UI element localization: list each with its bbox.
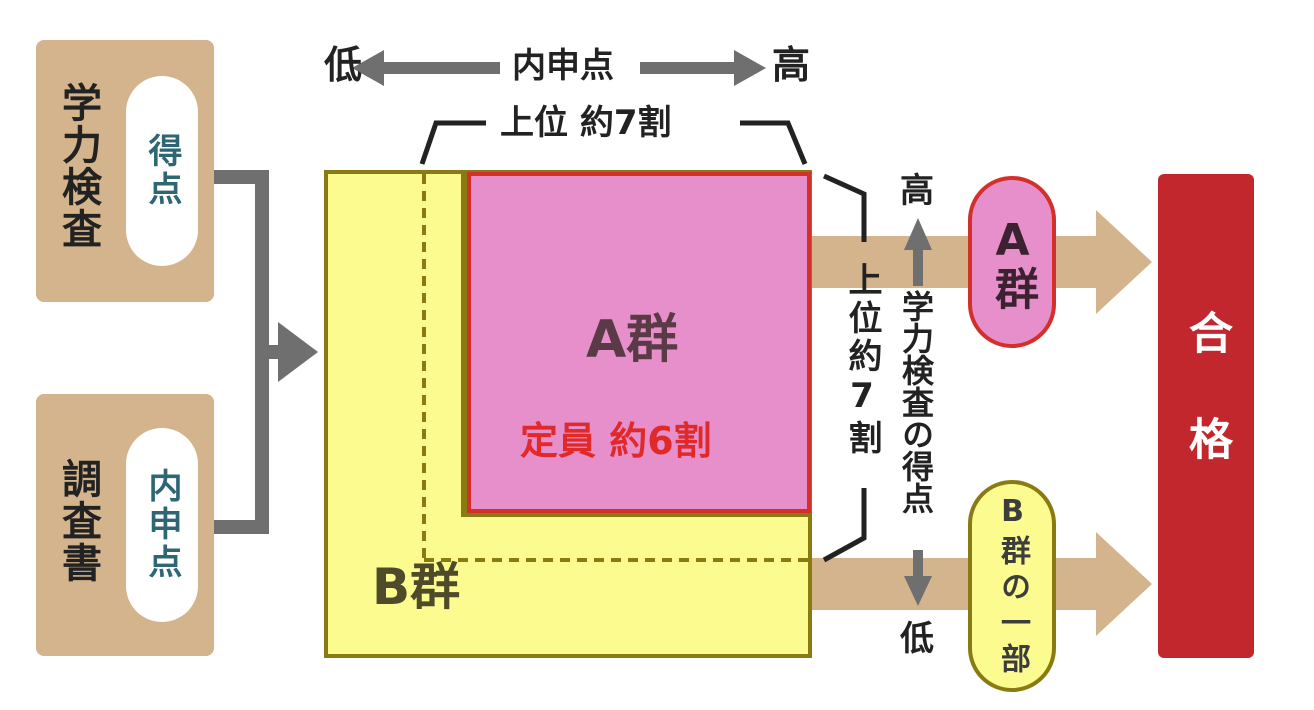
right-axis-low: 低 — [900, 619, 934, 659]
group-a-label: A群 — [586, 310, 679, 370]
test-score-pill: 得点 — [126, 76, 198, 266]
report-source-label: 調査書 — [55, 458, 101, 584]
result-box: 合格 — [1158, 174, 1254, 658]
test-score-pill-label: 得点 — [142, 133, 182, 209]
report-pill: 内申点 — [126, 428, 198, 622]
left-arrow-head — [352, 50, 384, 86]
top-bracket-label: 上位 約7割 — [500, 103, 672, 143]
connector-lines — [214, 170, 269, 534]
outcome-a-pill: A群 — [968, 176, 1056, 348]
up-arrow-head — [904, 218, 932, 250]
group-a-region — [467, 172, 811, 513]
test-score-source-box: 学力検査 得点 — [36, 40, 214, 302]
right-axis-high: 高 — [900, 171, 934, 211]
right-bracket-label: 上位約7割 — [842, 262, 882, 458]
top-axis-low: 低 — [324, 43, 363, 87]
outcome-b-pill: B群の一部 — [968, 480, 1056, 692]
right-axis-label: 学力検査の得点 — [897, 290, 935, 514]
outcome-a-label: A群 — [987, 214, 1038, 310]
top-axis-label: 内申点 — [512, 46, 614, 86]
report-source-box: 調査書 内申点 — [36, 394, 214, 656]
top-axis-high: 高 — [772, 43, 811, 87]
arrow-b-shaft — [812, 558, 1102, 610]
test-source-label: 学力検査 — [55, 82, 101, 250]
arrow-b-head — [1096, 532, 1152, 636]
right-bracket — [822, 173, 867, 242]
result-label: 合格 — [1181, 310, 1232, 522]
top-bracket — [419, 120, 486, 165]
right-arrow-head — [734, 50, 766, 86]
arrow-a-head — [1096, 210, 1152, 314]
group-b-label: B群 — [372, 558, 461, 616]
outcome-b-label: B群の一部 — [995, 493, 1030, 679]
group-a-quota: 定員 約6割 — [520, 419, 712, 463]
connector-arrow-head — [278, 322, 318, 382]
report-pill-label: 内申点 — [142, 468, 182, 582]
down-arrow-head — [904, 576, 932, 606]
